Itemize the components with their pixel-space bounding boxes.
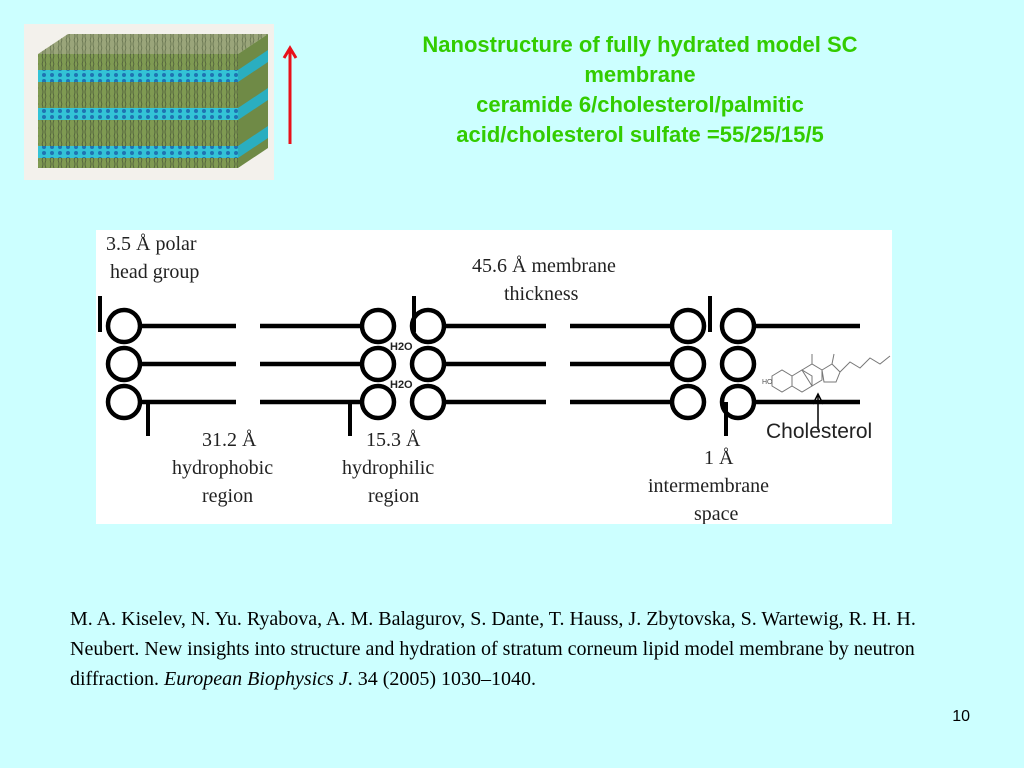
intermembrane-label-line-2: intermembrane [648, 475, 769, 497]
page-number: 10 [952, 708, 970, 725]
intermembrane-label-line-3: space [694, 503, 739, 524]
lipid-group-a [105, 307, 236, 436]
membrane-front-face [38, 54, 238, 168]
membrane-thickness-label-line-2: thickness [504, 283, 579, 305]
title-line-3: ceramide 6/cholesterol/palmitic [476, 92, 804, 117]
title-line-2: membrane [584, 62, 696, 87]
citation-journal: European Biophysics J [164, 668, 348, 690]
hydrophobic-label-line-1: 31.2 Å [202, 429, 257, 451]
polar-head-label-line-2: head group [110, 261, 199, 283]
title-line-4: acid/cholesterol sulfate =55/25/15/5 [456, 122, 824, 147]
cholesterol-structure [771, 353, 891, 393]
chem-hydroxyl-label: HO [762, 379, 773, 386]
citation-text: M. A. Kiselev, N. Yu. Ryabova, A. M. Bal… [70, 608, 916, 690]
water-label-1: H2O [390, 341, 413, 353]
lipid-group-b [260, 307, 397, 436]
polar-head-label-line-1: 3.5 Å polar [106, 233, 197, 255]
lipid-group-e [719, 307, 860, 436]
intermembrane-label-line-1: 1 Å [704, 447, 734, 469]
membrane-top-texture [38, 34, 268, 54]
hydrophilic-label-line-2: hydrophilic [342, 457, 434, 479]
water-label-2: H2O [390, 379, 413, 391]
bilayer-diagram: 3.5 Å polar head group 45.6 Å membrane t… [96, 230, 892, 524]
membrane-thickness-label-line-1: 45.6 Å membrane [472, 255, 616, 277]
hydrophobic-label-line-2: hydrophobic [172, 457, 273, 479]
hydrophilic-label-line-1: 15.3 Å [366, 429, 421, 451]
hydrophilic-label-line-3: region [368, 485, 419, 507]
citation: M. A. Kiselev, N. Yu. Ryabova, A. M. Bal… [70, 604, 970, 694]
cholesterol-label: Cholesterol [766, 420, 872, 443]
hydrophobic-label-line-3: region [202, 485, 253, 507]
lipid-group-d [570, 296, 712, 421]
up-arrow-icon [282, 45, 298, 144]
membrane-3d-illustration [24, 24, 274, 180]
lipid-rows [105, 296, 860, 436]
citation-tail: . 34 (2005) 1030–1040. [347, 668, 537, 690]
title-line-1: Nanostructure of fully hydrated model SC [422, 32, 858, 57]
slide-title: Nanostructure of fully hydrated model SC… [340, 30, 940, 150]
lipid-group-c [409, 296, 546, 421]
